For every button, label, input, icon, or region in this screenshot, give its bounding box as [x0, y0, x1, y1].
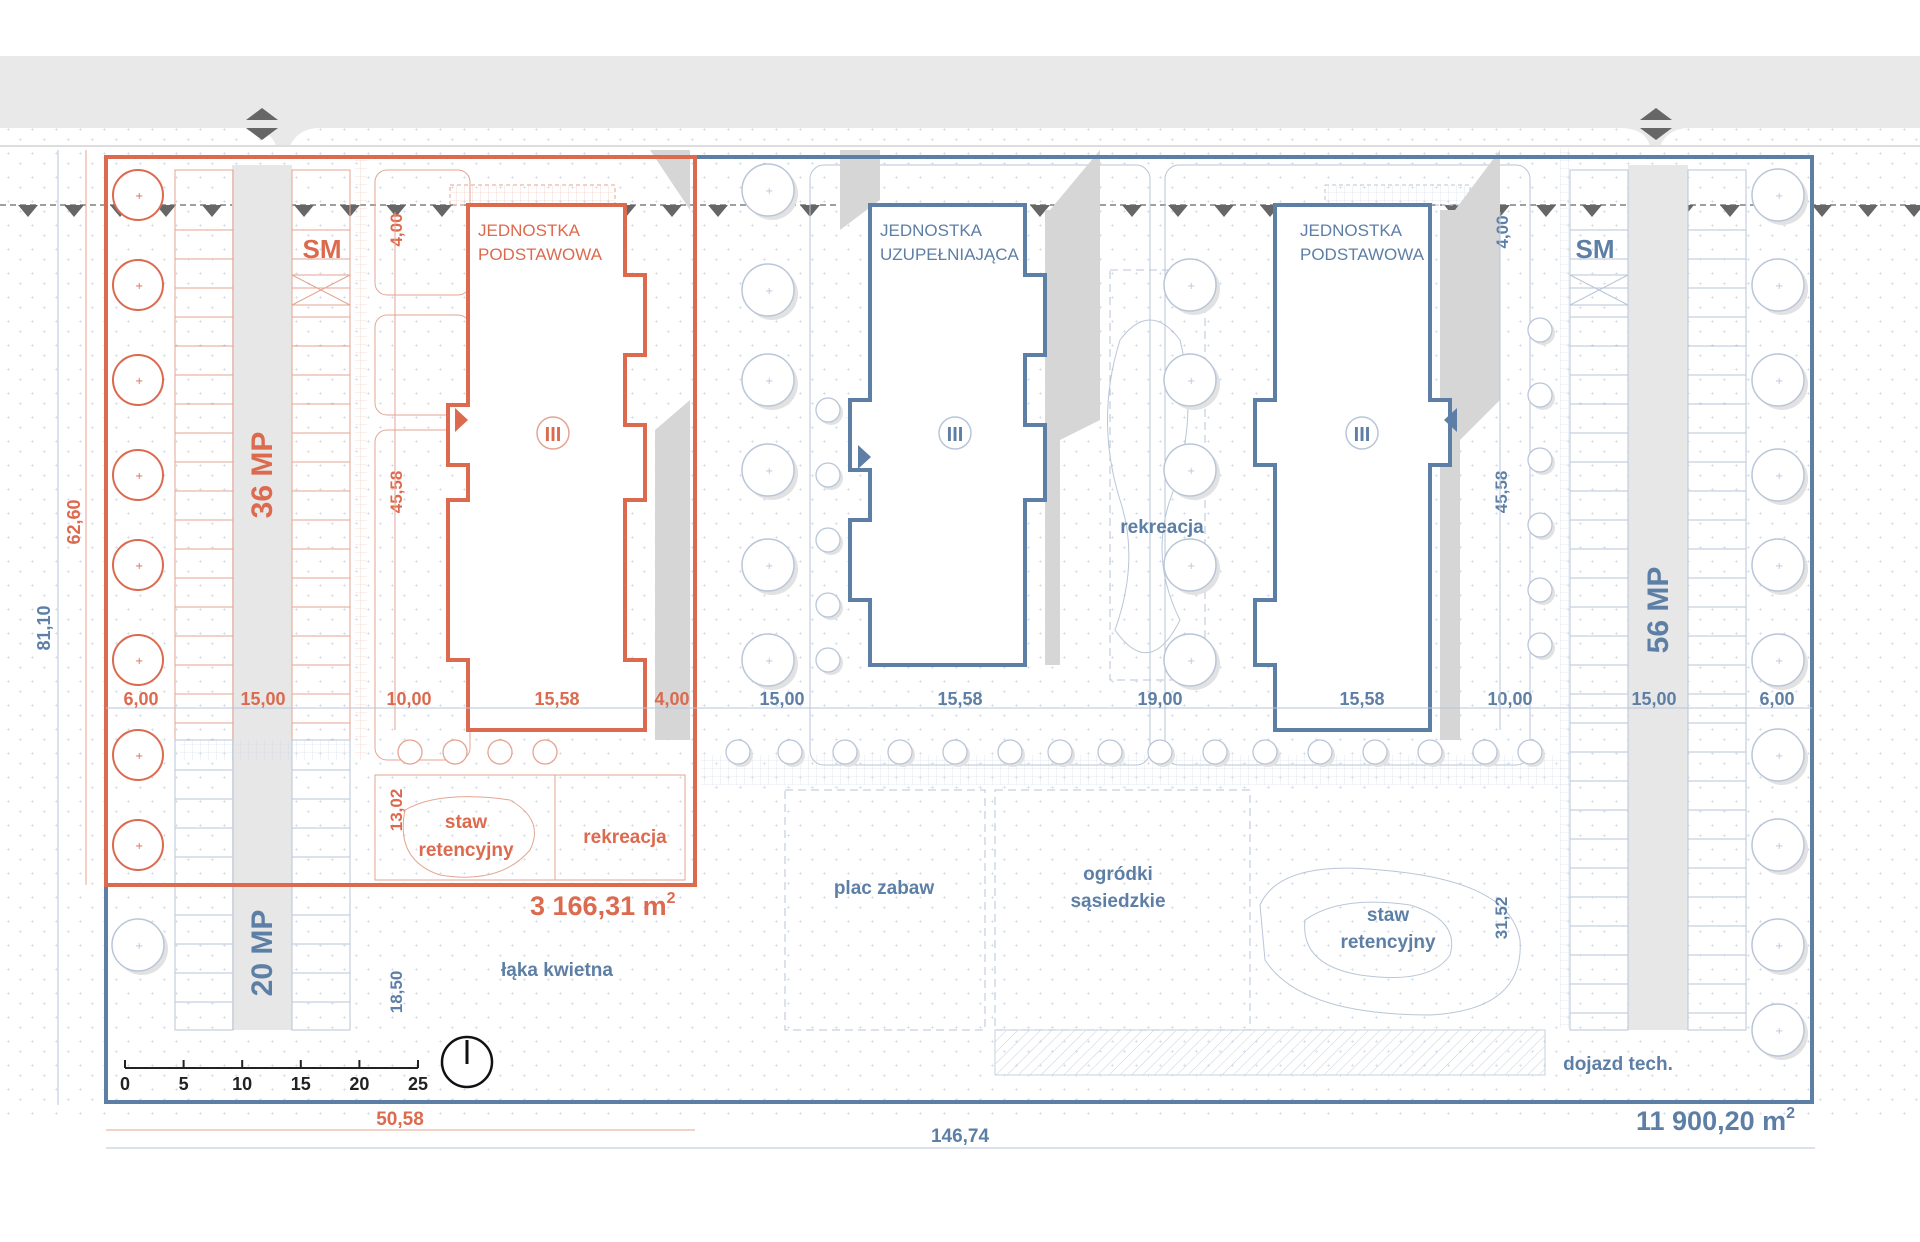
- north-arrow-icon: [440, 1035, 494, 1089]
- scale-tick-label: 10: [232, 1074, 252, 1094]
- dim-62-60: 62,60: [64, 499, 84, 544]
- dim-50-58: 50,58: [376, 1109, 424, 1130]
- scale-tick-label: 20: [349, 1074, 369, 1094]
- ogrodki-label-2: sąsiedzkie: [1070, 891, 1165, 912]
- dim-15-00-right: 15,00: [1631, 689, 1676, 709]
- dim-4-00-v-left: 4,00: [387, 213, 406, 246]
- dim-6-00-right: 6,00: [1759, 689, 1794, 709]
- ogrodki-label-1: ogródki: [1083, 864, 1153, 885]
- dim-10-00-left: 10,00: [386, 689, 431, 709]
- dimension-lines: [57, 150, 1815, 1149]
- staw-red-label-1: staw: [445, 812, 487, 833]
- scale-tick-label: 25: [408, 1074, 428, 1094]
- total-plot-area: 11 900,20 m2: [1636, 1105, 1795, 1136]
- red-plot-boundary: [104, 155, 697, 887]
- dim-15-00-left: 15,00: [240, 689, 285, 709]
- entrance-arrow-icon: [455, 408, 468, 432]
- right-parking: [1560, 148, 1747, 1031]
- dim-31-52: 31,52: [1492, 897, 1511, 940]
- road-entrance-icon: [246, 108, 1672, 140]
- scale-tick-label: 5: [179, 1074, 189, 1094]
- dim-15-00-mid: 15,00: [759, 689, 804, 709]
- building-right-name-2: PODSTAWOWA: [1300, 245, 1425, 264]
- left-sm-label: SM: [303, 234, 342, 264]
- dimension-labels: 6,00 15,00 10,00 15,58 4,00 15,00 15,58 …: [34, 213, 1795, 1147]
- building-left-name-2: PODSTAWOWA: [478, 245, 603, 264]
- dim-4-00-v-right: 4,00: [1493, 215, 1512, 248]
- building-shadows: [650, 150, 1500, 740]
- dojazd-label: dojazd tech.: [1563, 1054, 1673, 1075]
- dim-4-00-h: 4,00: [654, 689, 689, 709]
- dim-10-00-right: 10,00: [1487, 689, 1532, 709]
- dim-81-10: 81,10: [34, 605, 54, 650]
- right-parking-count: 56 MP: [1642, 567, 1675, 654]
- building-right: III JEDNOSTKA PODSTAWOWA: [1253, 203, 1457, 732]
- scale-bar: 0 5 10 15 20 25: [120, 1060, 428, 1094]
- street: [0, 56, 1920, 146]
- dim-146-74: 146,74: [931, 1126, 990, 1147]
- plac-zabaw-label: plac zabaw: [834, 878, 935, 899]
- scale-tick-label: 0: [120, 1074, 130, 1094]
- dim-45-58-left: 45,58: [387, 471, 406, 514]
- left-parking-count: 36 MP: [246, 432, 279, 519]
- left-lower-parking-count: 20 MP: [246, 910, 279, 997]
- building-right-name-1: JEDNOSTKA: [1300, 221, 1403, 240]
- building-left-name-1: JEDNOSTKA: [478, 221, 581, 240]
- dim-18-50: 18,50: [387, 971, 406, 1014]
- building-right-floors: III: [1354, 424, 1371, 446]
- building-middle-name-2: UZUPEŁNIAJĄCA: [880, 245, 1020, 264]
- laka-label: łąka kwietna: [501, 960, 613, 981]
- staw-blue-label-2: retencyjny: [1340, 932, 1435, 953]
- staw-red-label-2: retencyjny: [418, 840, 513, 861]
- dim-13-02: 13,02: [387, 789, 406, 832]
- dim-15-58-3: 15,58: [1339, 689, 1384, 709]
- building-middle-floors: III: [947, 424, 964, 446]
- dim-15-58-2: 15,58: [937, 689, 982, 709]
- entrance-arrow-icon: [858, 445, 871, 469]
- scale-tick-label: 15: [291, 1074, 311, 1094]
- dim-45-58-right: 45,58: [1492, 471, 1511, 514]
- entrance-arrow-icon: [1444, 408, 1457, 432]
- dim-15-58-1: 15,58: [534, 689, 579, 709]
- building-left: III JEDNOSTKA PODSTAWOWA: [446, 203, 647, 732]
- rekreacja-red-label: rekreacja: [583, 827, 667, 848]
- building-middle: III JEDNOSTKA UZUPEŁNIAJĄCA: [848, 203, 1047, 667]
- dim-19-00: 19,00: [1137, 689, 1182, 709]
- right-sm-label: SM: [1576, 234, 1615, 264]
- staw-blue-label-1: staw: [1367, 905, 1409, 926]
- dim-6-00-left: 6,00: [123, 689, 158, 709]
- red-plot-area: 3 166,31 m2: [530, 890, 676, 921]
- rekreacja-blue-label: rekreacja: [1120, 517, 1204, 538]
- building-left-floors: III: [545, 424, 562, 446]
- building-middle-name-1: JEDNOSTKA: [880, 221, 983, 240]
